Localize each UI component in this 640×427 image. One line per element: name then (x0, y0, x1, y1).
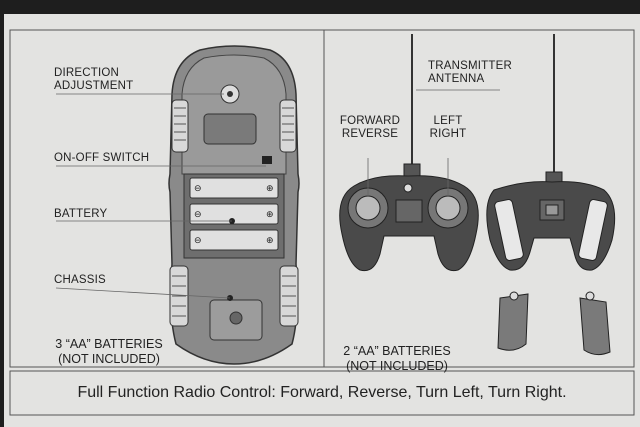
label-transmitter-antenna: TRANSMITTER ANTENNA (428, 60, 512, 86)
label-forward-line2: REVERSE (341, 128, 399, 140)
tx-caption-line1: 2 “AA” BATTERIES (343, 344, 451, 358)
label-left-line2: RIGHT (429, 128, 467, 140)
svg-text:⊖: ⊖ (194, 236, 202, 246)
svg-text:⊖: ⊖ (194, 210, 202, 220)
svg-text:⊖: ⊖ (194, 184, 202, 194)
label-direction-line1: DIRECTION (54, 67, 120, 79)
svg-text:⊕: ⊕ (266, 184, 274, 194)
label-forward-reverse: FORWARD REVERSE (330, 115, 410, 141)
car-caption-line1: 3 “AA” BATTERIES (55, 337, 163, 351)
label-left-right: LEFT RIGHT (420, 115, 476, 141)
right-leader-lines (367, 89, 500, 196)
label-battery: BATTERY (54, 208, 108, 220)
car-battery-caption: 3 “AA” BATTERIES (NOT INCLUDED) (34, 337, 184, 367)
car-caption-line2: (NOT INCLUDED) (58, 352, 160, 366)
footer-description: Full Function Radio Control: Forward, Re… (77, 384, 567, 401)
label-direction-adjustment: DIRECTION ADJUSTMENT (54, 67, 133, 93)
tx-caption-line2: (NOT INCLUDED) (346, 359, 448, 373)
footer-border (9, 370, 635, 416)
instruction-sheet: ⊖ ⊕ ⊖ ⊕ ⊖ ⊕ (4, 14, 640, 427)
left-leader-lines (55, 93, 266, 299)
label-on-off-switch: ON-OFF SWITCH (54, 152, 150, 164)
car-chassis-drawing: ⊖ ⊕ ⊖ ⊕ ⊖ ⊕ (168, 45, 300, 365)
transmitter-back-drawing (486, 34, 616, 356)
label-direction-line2: ADJUSTMENT (54, 80, 134, 92)
panels-border (9, 29, 635, 368)
label-antenna-line1: TRANSMITTER (428, 60, 512, 72)
label-left-line1: LEFT (433, 115, 463, 127)
transmitter-front-drawing (339, 34, 479, 272)
svg-text:⊕: ⊕ (266, 210, 274, 220)
label-antenna-line2: ANTENNA (428, 73, 485, 85)
label-chassis: CHASSIS (54, 274, 106, 286)
label-forward-line1: FORWARD (339, 115, 401, 127)
diagram-art: ⊖ ⊕ ⊖ ⊕ ⊖ ⊕ (9, 29, 635, 416)
transmitter-battery-caption: 2 “AA” BATTERIES (NOT INCLUDED) (322, 344, 472, 374)
svg-text:⊕: ⊕ (266, 236, 274, 246)
